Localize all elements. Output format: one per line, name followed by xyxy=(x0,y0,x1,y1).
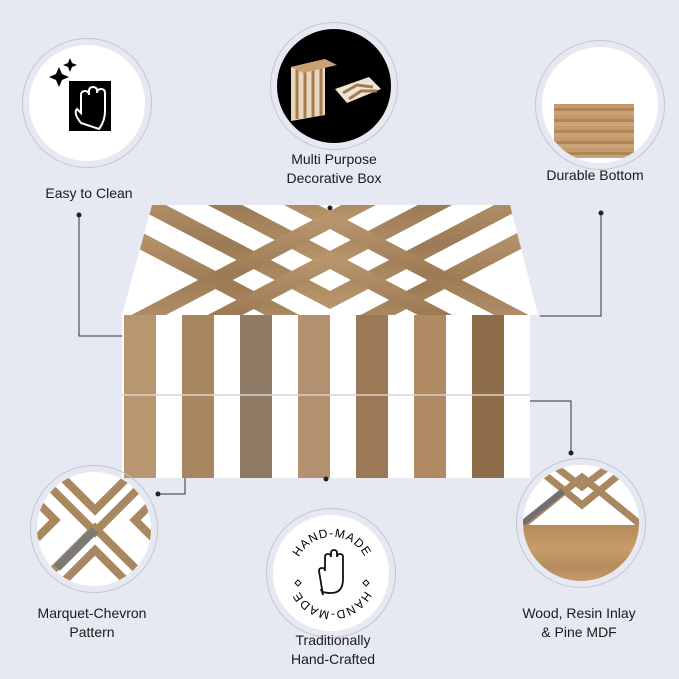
wood-stripe xyxy=(356,315,388,478)
wood-stripe xyxy=(124,315,156,478)
feature-easy-to-clean xyxy=(22,38,152,168)
box-front-face xyxy=(122,315,530,478)
wood-stripe xyxy=(182,315,214,478)
feature-marquet-chevron xyxy=(30,465,158,593)
pine-mdf xyxy=(523,525,639,581)
svg-text:HAND-MADE: HAND-MADE xyxy=(290,526,375,559)
feature-materials xyxy=(516,458,646,588)
feature-durable-bottom xyxy=(535,40,665,170)
wood-panel xyxy=(554,104,634,158)
wipe-hand-icon xyxy=(29,45,145,161)
wood-bottom-photo xyxy=(542,47,658,163)
feature-hand-crafted: HAND-MADE HAND-MADE xyxy=(266,508,396,638)
feature-multi-purpose xyxy=(270,22,398,150)
svg-text:HAND-MADE: HAND-MADE xyxy=(290,589,375,622)
chevron-pattern-photo xyxy=(37,472,151,586)
feature-label: Multi Purpose Decorative Box xyxy=(286,151,382,186)
wood-stripe xyxy=(414,315,446,478)
feature-label: Easy to Clean xyxy=(45,185,133,201)
materials-photo xyxy=(523,465,639,581)
box-lid-top xyxy=(122,205,538,315)
feature-label: Marquet-Chevron Pattern xyxy=(37,605,147,640)
wood-stripe xyxy=(298,315,330,478)
feature-label: Wood, Resin Inlay & Pine MDF xyxy=(522,605,636,640)
feature-label: Traditionally Hand-Crafted xyxy=(290,632,376,667)
wood-stripe xyxy=(472,315,504,478)
wood-stripe xyxy=(240,315,272,478)
handmade-stamp-icon: HAND-MADE HAND-MADE xyxy=(273,515,389,631)
feature-label: Durable Bottom xyxy=(546,167,644,183)
open-box-photo xyxy=(277,29,391,143)
leader-lines xyxy=(78,213,602,495)
